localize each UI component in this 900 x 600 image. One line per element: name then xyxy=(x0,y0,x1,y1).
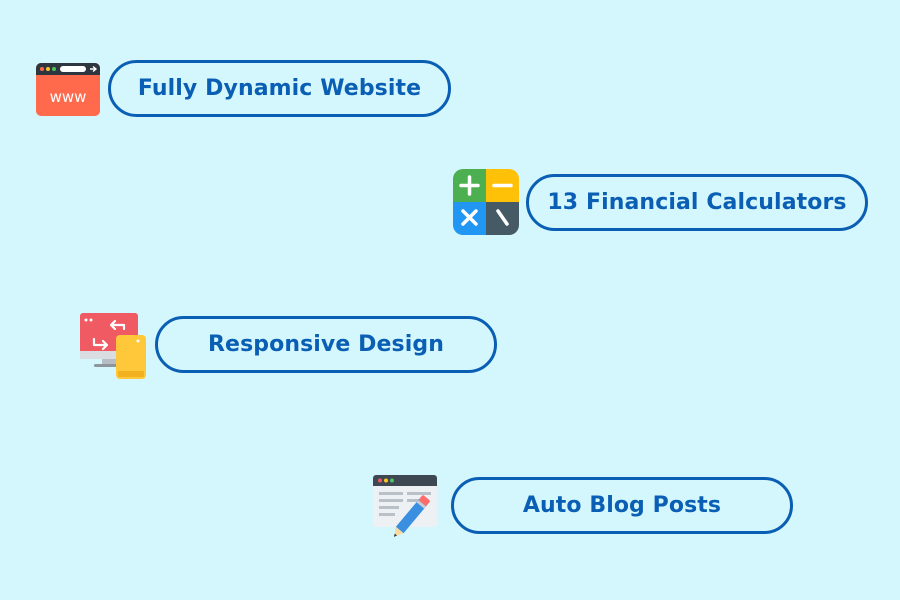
feature-label: 13 Financial Calculators xyxy=(547,190,847,215)
feature-pill: 13 Financial Calculators xyxy=(526,174,868,231)
feature-label: Auto Blog Posts xyxy=(522,493,722,518)
calculator-icon xyxy=(453,169,519,235)
website-icon: www xyxy=(36,63,100,116)
responsive-devices-icon xyxy=(80,313,146,379)
website-icon-text: www xyxy=(50,88,87,106)
feature-pill: Auto Blog Posts xyxy=(451,477,793,534)
feature-label: Fully Dynamic Website xyxy=(137,76,422,101)
feature-pill: Responsive Design xyxy=(155,316,497,373)
feature-label: Responsive Design xyxy=(208,332,444,357)
feature-pill: Fully Dynamic Website xyxy=(108,60,451,117)
blog-post-icon xyxy=(373,475,437,537)
